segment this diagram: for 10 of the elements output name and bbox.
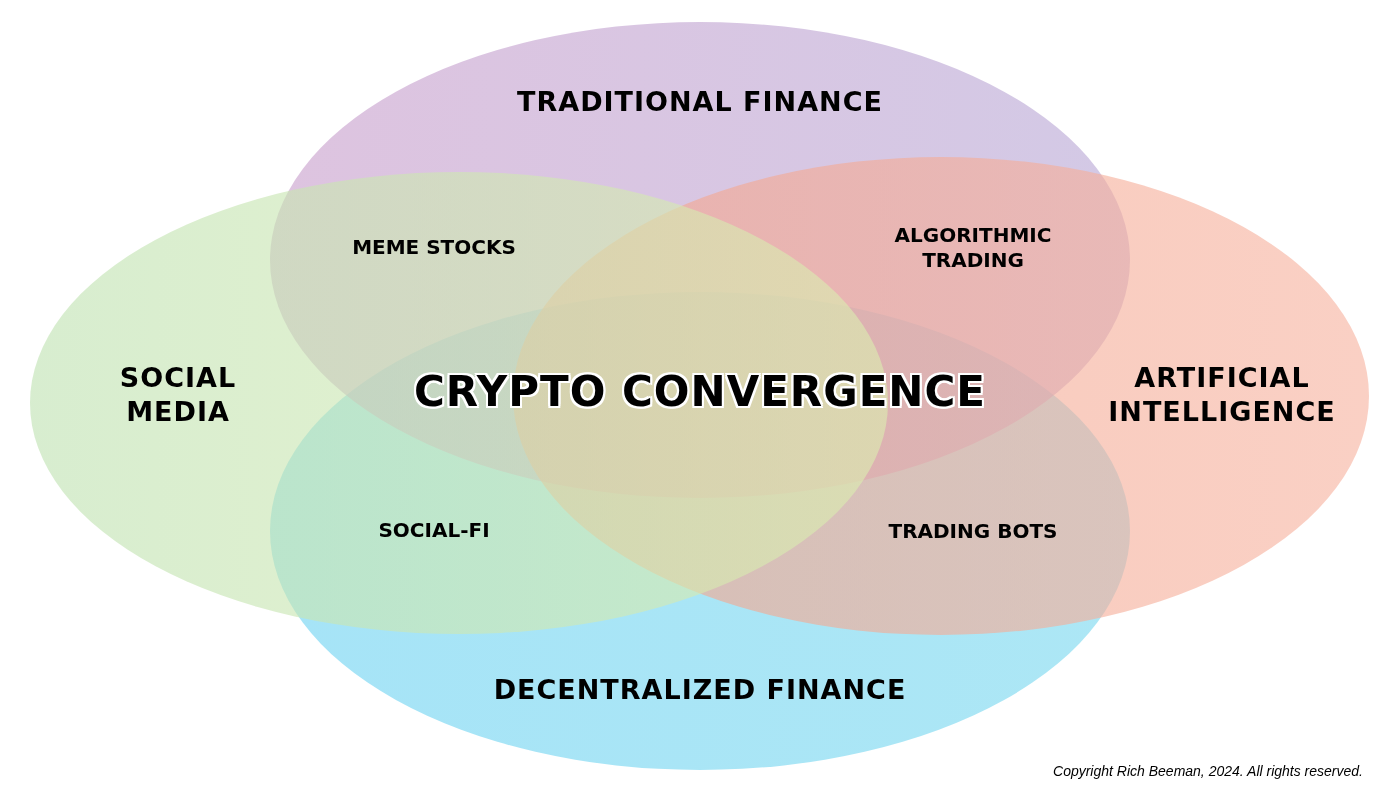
overlap-label: SOCIAL-FI xyxy=(377,517,491,543)
center-title: CRYPTO CONVERGENCE xyxy=(412,365,988,418)
copyright-note: Copyright Rich Beeman, 2024. All rights reserved. xyxy=(1053,763,1363,781)
overlap-label: MEME STOCKS xyxy=(351,234,517,260)
circle-title: DECENTRALIZED FINANCE xyxy=(492,673,908,707)
circle-title: ARTIFICIAL INTELLIGENCE xyxy=(1107,361,1337,429)
circle-title: TRADITIONAL FINANCE xyxy=(516,85,884,119)
overlap-label: TRADING BOTS xyxy=(888,518,1058,544)
circle-title: SOCIAL MEDIA xyxy=(118,361,238,429)
overlap-label: ALGORITHMIC TRADING xyxy=(893,223,1053,273)
